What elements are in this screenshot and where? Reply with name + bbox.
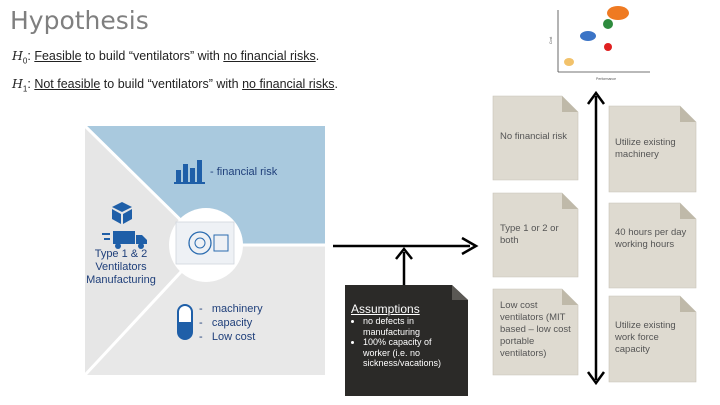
assumptions-content: Assumptions no defects in manufacturing …	[351, 302, 461, 369]
right-note-2-shape	[608, 202, 697, 289]
h0-end: .	[315, 49, 320, 63]
package-icon	[112, 202, 132, 224]
vertical-arrow-top	[586, 90, 606, 105]
bottom-item: - machinery	[199, 303, 263, 315]
h1-risk: no financial risks	[242, 77, 335, 91]
h1-symbol: H	[12, 76, 23, 91]
truck-icon	[102, 231, 147, 249]
left-note-2-text: Type 1 or 2 or both	[500, 223, 559, 246]
thumb-bubble-orange	[607, 6, 629, 20]
left-note-1-text: No financial risk	[500, 131, 568, 142]
page-title: Hypothesis	[10, 6, 149, 35]
thumb-bubble-yellow	[564, 58, 574, 66]
h1-separator: :	[27, 77, 35, 91]
hypothesis-h1: H1: Not feasible to build “ventilators” …	[12, 76, 338, 94]
hypothesis-h0: H0: Feasible to build “ventilators” with…	[12, 48, 319, 66]
left-note-3-shape	[492, 288, 579, 376]
panel-left-region	[85, 126, 206, 375]
h1-not-feasible: Not feasible	[34, 77, 101, 91]
thumb-bubble-green	[603, 19, 613, 29]
thumb-bubble-red	[604, 43, 612, 51]
pill-icon	[177, 304, 193, 340]
assumption-arrow-head	[395, 246, 413, 260]
h1-middle: to build “ventilators” with	[100, 77, 243, 91]
bottom-item: - Low cost	[199, 331, 256, 343]
h0-symbol: H	[12, 48, 23, 63]
assumptions-box	[345, 285, 468, 396]
bottom-item-low-cost: Low cost	[211, 331, 256, 343]
bottom-item-machinery: machinery	[211, 303, 263, 315]
financial-risk-label: - financial risk	[210, 166, 278, 178]
h0-separator: :	[27, 49, 35, 63]
vertical-arrow-bottom	[586, 371, 606, 386]
ventilator-image	[175, 221, 235, 265]
thumb-ylabel: Cost	[549, 37, 553, 44]
assumption-item: no defects in manufacturing	[363, 316, 461, 337]
ventilators-label: Type 1 & 2 Ventilators Manufacturing	[86, 248, 156, 286]
bottom-item-capacity: capacity	[211, 317, 253, 329]
left-note-3-text: Low cost ventilators (MIT based – low co…	[500, 300, 571, 359]
right-note-1-text: Utilize existing machinery	[615, 137, 676, 160]
right-note-1-shape	[608, 105, 697, 193]
bottom-items-list: - machinery - capacity - Low cost	[199, 302, 263, 344]
main-arrow-head	[461, 236, 479, 256]
h0-feasible: Feasible	[34, 49, 82, 63]
left-note-1-shape	[492, 95, 579, 181]
right-note-3-text: Utilize existing work force capacity	[615, 320, 676, 355]
h0-middle: to build “ventilators” with	[81, 49, 224, 63]
thumbnail-bubble-chart: Performance Cost	[549, 6, 650, 81]
bar-chart-icon	[174, 160, 205, 184]
thumb-xlabel: Performance	[596, 77, 616, 81]
panel-top-region	[85, 126, 325, 245]
left-note-2-shape	[492, 192, 579, 278]
assumption-item: 100% capacity of worker (i.e. no sicknes…	[363, 337, 461, 369]
bottom-item: - capacity	[199, 317, 253, 329]
assumptions-list: no defects in manufacturing 100% capacit…	[351, 316, 461, 369]
h1-subscript: 1	[22, 84, 28, 94]
h0-risk: no financial risks	[223, 49, 316, 63]
assumptions-fold	[452, 285, 468, 300]
h1-end: .	[334, 77, 338, 91]
panel-bottom-region	[85, 245, 325, 375]
right-note-3-shape	[608, 295, 697, 383]
thumb-bubble-blue	[580, 31, 596, 41]
h0-subscript: 0	[22, 56, 28, 66]
assumptions-title: Assumptions	[351, 302, 420, 316]
right-note-2-text: 40 hours per day working hours	[615, 227, 687, 250]
